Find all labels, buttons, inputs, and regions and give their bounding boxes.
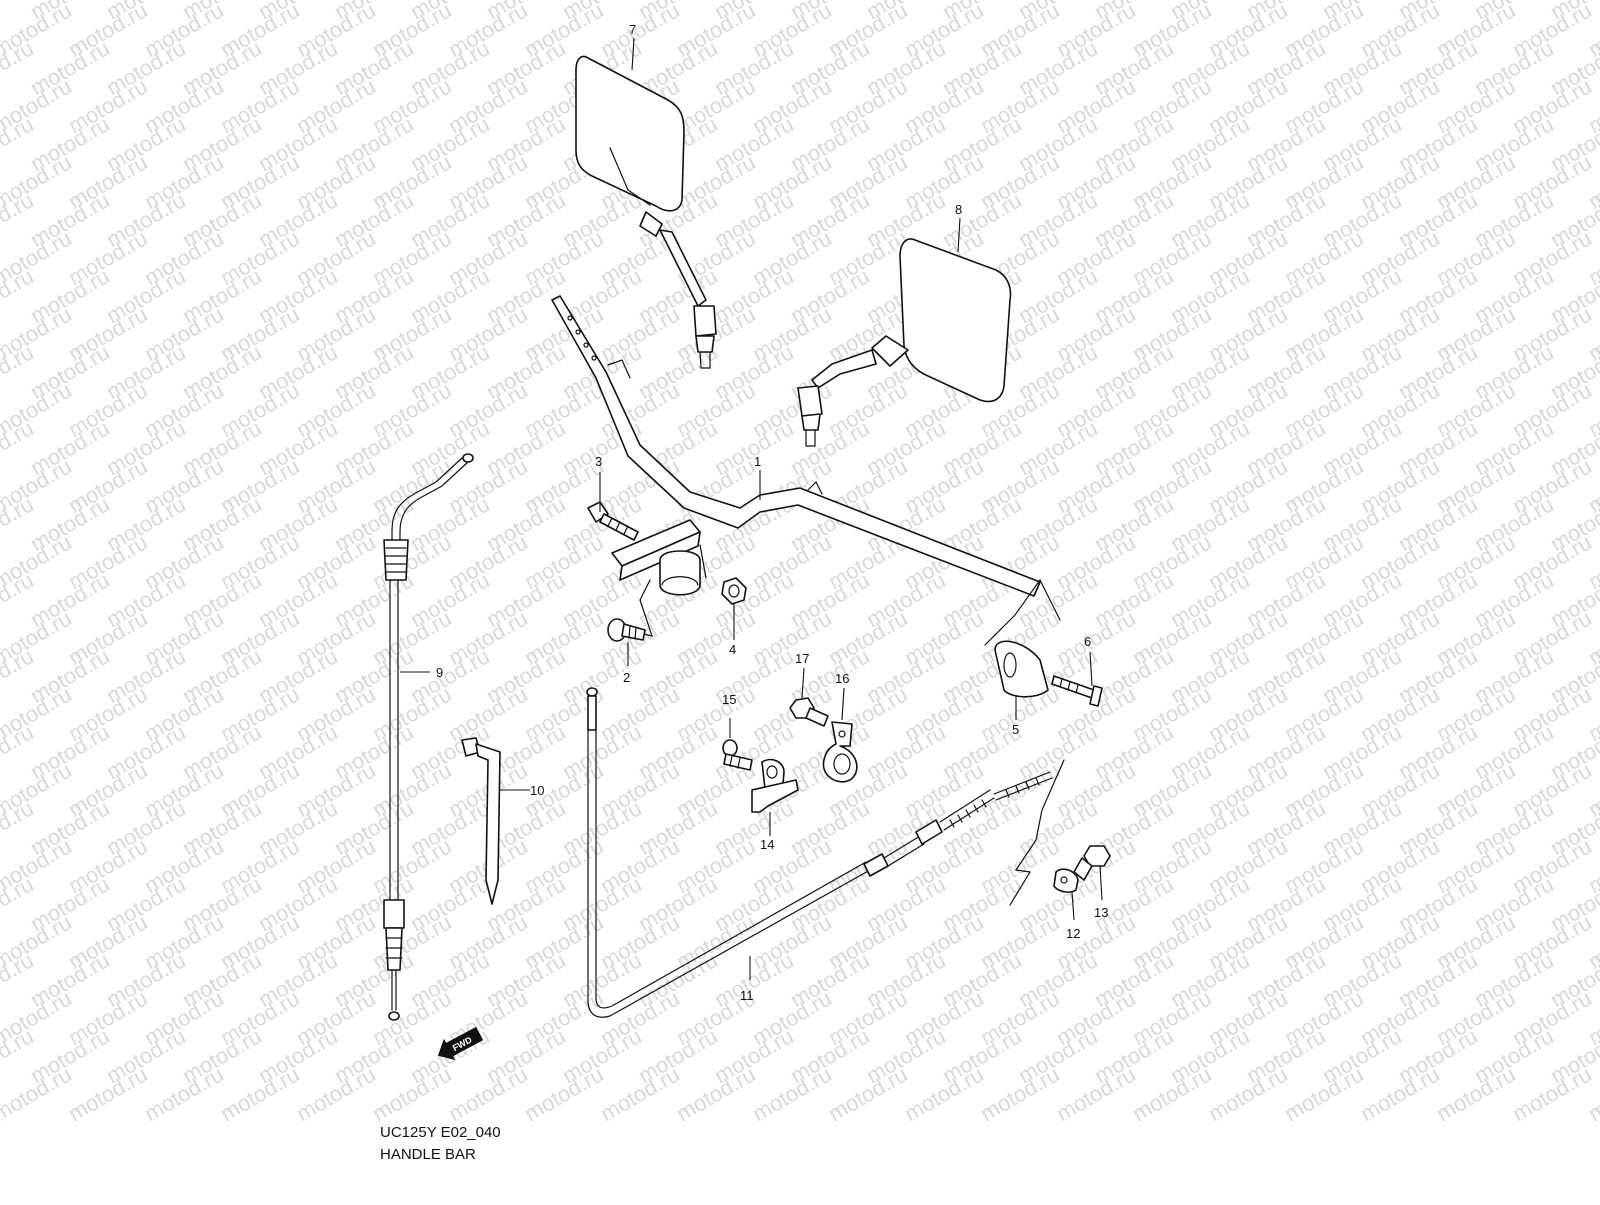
callout-8: 8 (955, 202, 962, 217)
callout-1: 1 (754, 454, 761, 469)
callout-10: 10 (530, 783, 544, 798)
callout-4: 4 (729, 642, 736, 657)
diagram-title: HANDLE BAR (380, 1146, 476, 1163)
callout-13: 13 (1094, 905, 1108, 920)
watermark-layer: motod.rumotod.rumotod.rumotod.rumotod.ru… (0, 0, 1600, 1126)
diagram-code: UC125Y E02_040 (380, 1124, 501, 1141)
nut-4 (721, 577, 747, 605)
callout-6: 6 (1084, 634, 1091, 649)
callout-2: 2 (623, 670, 630, 685)
callout-12: 12 (1066, 926, 1080, 941)
callout-3: 3 (595, 454, 602, 469)
callout-14: 14 (760, 837, 774, 852)
callout-9: 9 (436, 665, 443, 680)
callout-5: 5 (1012, 722, 1019, 737)
callout-7: 7 (629, 22, 636, 37)
callout-15: 15 (722, 692, 736, 707)
callout-17: 17 (795, 651, 809, 666)
callout-11: 11 (740, 988, 754, 1003)
callout-16: 16 (835, 671, 849, 686)
